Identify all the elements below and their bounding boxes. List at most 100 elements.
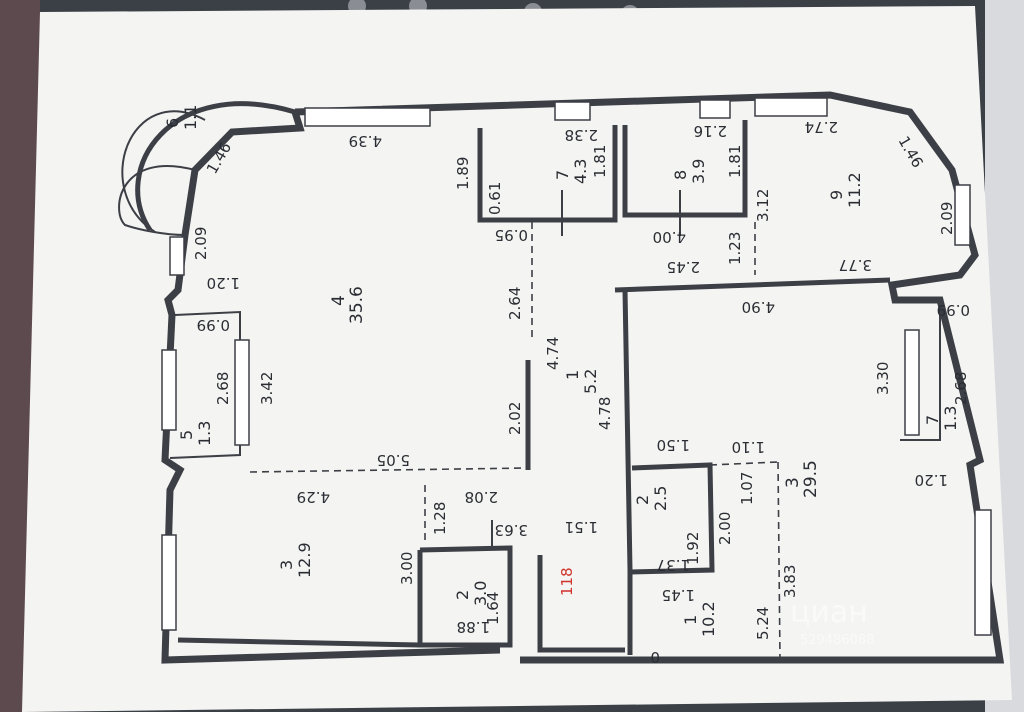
dim-label: 2.00	[716, 512, 734, 545]
dim-label: 5.24	[754, 607, 772, 640]
outer-wall	[294, 91, 1005, 664]
room-number: 7	[553, 170, 572, 180]
room-area: 4.3	[571, 159, 590, 184]
dim-label: 2.02	[506, 402, 524, 435]
dim-line	[249, 467, 529, 473]
dim-label: 2.38	[565, 126, 598, 144]
dim-label: 1.20	[915, 471, 948, 489]
room-area: 11.2	[845, 172, 864, 208]
room-area: 3.9	[689, 159, 708, 184]
room-number: 9	[827, 190, 846, 200]
dim-label: 3.63	[495, 521, 528, 539]
dim-label: 1.10	[732, 438, 765, 456]
dim-label: 2.45	[667, 258, 700, 276]
dim-label: 3.77	[839, 256, 872, 274]
wall-corridor	[614, 277, 891, 293]
room-number: 6	[163, 118, 182, 128]
room-area: 29.5	[801, 460, 821, 498]
window	[954, 184, 971, 246]
room-area: 5.2	[581, 369, 600, 394]
wall-room2a	[417, 545, 513, 648]
outer-wall-left	[161, 110, 501, 664]
dim-label: 1.81	[591, 145, 609, 178]
room-number: 2	[633, 495, 652, 505]
dim-label: 0	[650, 648, 660, 666]
dim-label: 5.05	[377, 451, 410, 469]
wall-bottom	[177, 637, 421, 648]
room-area: 10.2	[699, 601, 718, 637]
dim-label: 2.64	[506, 287, 524, 320]
window	[161, 349, 177, 431]
room-number: 3	[277, 560, 296, 570]
dim-label: 1.07	[738, 472, 756, 505]
dim-label: 1.28	[431, 502, 449, 535]
room-area: 1.3	[195, 421, 214, 446]
watermark-brand: циан	[790, 595, 868, 630]
dim-label: 0.99	[937, 301, 970, 319]
window	[904, 329, 920, 436]
room-area: 1.3	[941, 406, 960, 431]
dim-label: 1.64	[484, 592, 502, 625]
dim-label: 4.00	[653, 228, 686, 246]
balcony-rail	[135, 101, 296, 232]
dim-label: 4.90	[742, 298, 775, 316]
watermark: циан 529486088	[790, 595, 874, 648]
dim-label: 4.78	[596, 397, 614, 430]
room-labels: 6 1.1 4 35.6 7 4.3 8 3.9 9 11.2 5 1.3 1 …	[163, 105, 960, 637]
dim-label: 1.88	[457, 618, 490, 636]
wall-bath-7	[477, 125, 618, 223]
wall-room1b	[537, 555, 625, 653]
paper-sheet	[22, 6, 1012, 712]
window	[169, 236, 185, 276]
dim-label: 1.20	[207, 274, 240, 292]
window	[554, 101, 591, 121]
dim-label: 1.81	[726, 145, 744, 178]
dimension-lines	[249, 190, 781, 661]
dim-label: 2.68	[214, 372, 232, 405]
room-number: 8	[671, 170, 690, 180]
dim-label: 0.99	[197, 316, 230, 334]
window	[974, 509, 992, 636]
watermark-id: 529486088	[800, 633, 874, 648]
room-area: 35.6	[347, 286, 367, 324]
room-number: 1	[681, 615, 700, 625]
window	[754, 97, 828, 117]
balcony-6	[118, 110, 206, 236]
dim-label: 1.92	[684, 532, 702, 565]
dim-label: 3.42	[258, 372, 276, 405]
dim-label: 1.51	[565, 518, 598, 536]
dim-label: 1.37	[657, 556, 690, 574]
windows	[161, 97, 992, 636]
dim-label: 3.30	[874, 362, 892, 395]
dim-label: 1.45	[662, 586, 695, 604]
window	[161, 534, 177, 631]
dim-label: 3.12	[754, 189, 772, 222]
dim-label: 2.09	[192, 227, 210, 260]
wall-wc-2b	[629, 462, 715, 575]
walls	[118, 91, 1005, 664]
dim-label: 1.89	[454, 157, 472, 190]
dim-label: 3.83	[781, 565, 799, 598]
red-annotation: 118	[558, 567, 576, 596]
dim-label: 2.68	[952, 372, 970, 405]
wall-loggia-7b	[895, 299, 941, 441]
room-number: 4	[329, 295, 349, 306]
wall-bath-8	[622, 120, 748, 218]
room-number: 5	[177, 430, 196, 440]
room-number: 7	[923, 415, 942, 425]
dim-label: 4.74	[544, 337, 562, 370]
room-number: 1	[563, 370, 582, 380]
window	[234, 339, 250, 446]
dim-line	[777, 461, 781, 661]
dim-label: 1.50	[657, 436, 690, 454]
dim-label: 4.29	[297, 488, 330, 506]
window	[304, 107, 431, 127]
room-area: 3.0	[471, 581, 490, 606]
dim-label: 2.09	[938, 202, 956, 235]
dim-label: 4.39	[349, 132, 382, 150]
room-area: 2.5	[651, 486, 670, 511]
dim-label: 0.95	[495, 226, 528, 244]
dim-label: 2.16	[694, 122, 727, 140]
dim-label: 1.23	[726, 232, 744, 265]
